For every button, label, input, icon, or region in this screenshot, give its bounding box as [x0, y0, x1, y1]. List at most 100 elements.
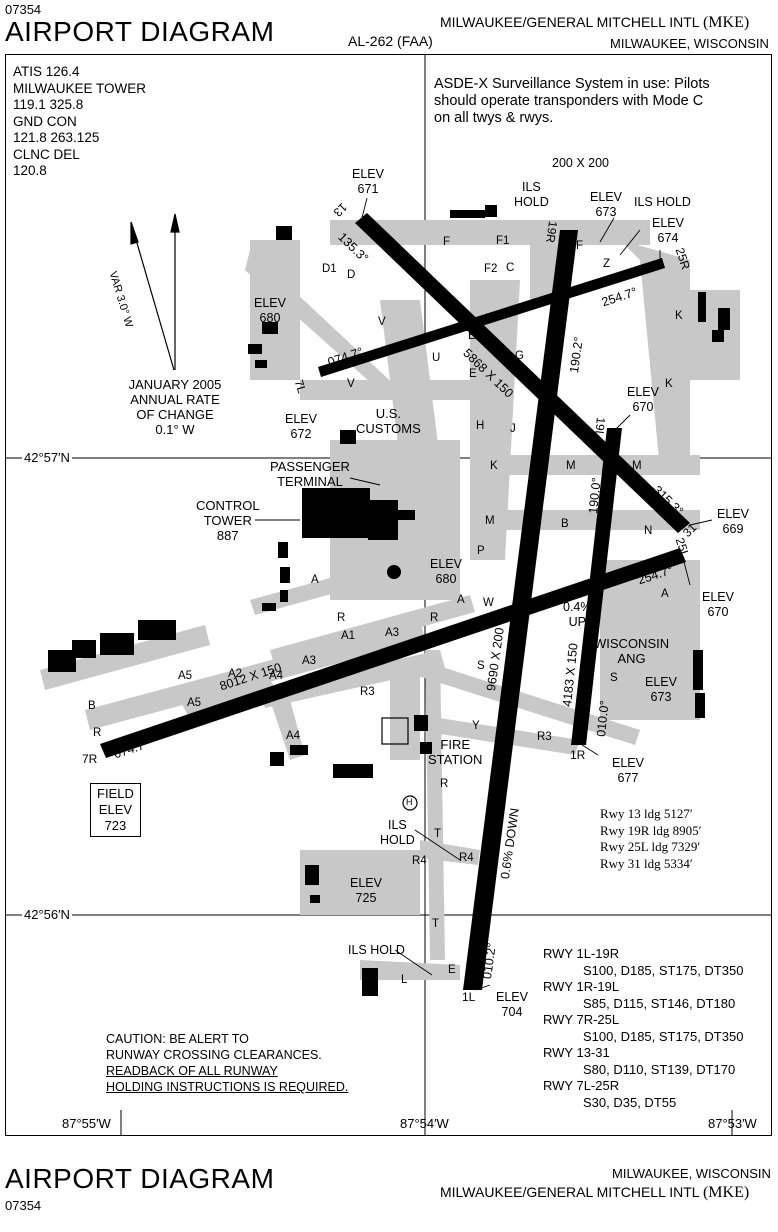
rwy-end-1r: 1R [570, 748, 586, 762]
footer-city-state: MILWAUKEE, WISCONSIN [612, 1166, 771, 1181]
rwy-strength: S85, D115, ST146, DT180 [583, 995, 736, 1011]
comm-line: GND CON [13, 113, 77, 129]
taxiway-label: S [610, 672, 618, 684]
taxiway-label: S [477, 660, 485, 672]
taxiway-label: A [311, 574, 319, 586]
latitude-label: 42°56′N [22, 907, 72, 922]
caution-note: CAUTION: BE ALERT TO RUNWAY CROSSING CLE… [106, 1031, 348, 1095]
rwy-25l-slope: 0.4%UP [563, 600, 592, 629]
notice-line: should operate transponders with Mode C [434, 93, 704, 109]
taxiway-label: R [337, 612, 346, 624]
taxiway-label: M [632, 460, 642, 472]
airport-code: (MKE) [702, 14, 750, 31]
helipad-label: H [406, 797, 413, 807]
taxiway-label: L [401, 974, 408, 986]
footer-airport-name: MILWAUKEE/GENERAL MITCHELL INTL (MKE) [440, 1184, 749, 1202]
runway-1r-19l [571, 428, 622, 745]
runway-13-31 [355, 213, 690, 533]
us-customs-label: U.S.CUSTOMS [356, 406, 421, 436]
taxiway-label: R3 [537, 731, 552, 743]
taxiway-label: A5 [178, 670, 193, 682]
var-rate-value: 0.1° W [155, 422, 195, 437]
city-state: MILWAUKEE, WISCONSIN [610, 36, 769, 51]
taxiway-label: H [476, 420, 485, 432]
longitude-label: 87°53′W [708, 1116, 757, 1131]
rwy-end-1l: 1L [462, 990, 476, 1004]
taxiway-label: R [440, 778, 449, 790]
comm-line: 120.8 [13, 163, 47, 178]
taxiway-label: D [347, 269, 356, 281]
taxiway-label: C [506, 262, 515, 274]
taxiway-label: A3 [302, 655, 317, 667]
taxiway-label: Y [472, 720, 480, 732]
rwy-name: RWY 7L-25R [543, 1078, 620, 1093]
rwy-name: RWY 7R-25L [543, 1012, 620, 1027]
taxiway-label: E [468, 330, 476, 342]
taxiway-label: R3 [360, 686, 375, 698]
taxiway-label: K [675, 310, 683, 322]
taxiway-label: F [443, 236, 451, 248]
caution-line: CAUTION: BE ALERT TO [106, 1032, 249, 1046]
comm-line: 121.8 263.125 [13, 130, 100, 145]
rwy-name: RWY 13-31 [543, 1045, 610, 1060]
taxiway-label: T [432, 918, 440, 930]
runway-7r-25l [100, 548, 686, 758]
landing-distances: Rwy 13 ldg 5127′ Rwy 19R ldg 8905′ Rwy 2… [600, 806, 701, 872]
airport-name-text: MILWAUKEE/GENERAL MITCHELL INTL [440, 14, 700, 30]
taxiway-label: B [88, 700, 96, 712]
footer-airport-name-text: MILWAUKEE/GENERAL MITCHELL INTL [440, 1184, 700, 1200]
taxiway-label: A3 [385, 627, 400, 639]
footer-title: AIRPORT DIAGRAM [5, 1163, 275, 1194]
taxiway-label: R [93, 727, 102, 739]
taxiway-label: Z [603, 258, 611, 270]
al-number: AL-262 (FAA) [348, 33, 433, 49]
taxiway-label: F1 [496, 235, 510, 247]
taxiway-label: K [490, 460, 498, 472]
comm-frequencies: ATIS 126.4 MILWAUKEE TOWER 119.1 325.8 G… [13, 64, 146, 180]
runway-1l-19r [463, 230, 578, 990]
taxiway-label: R4 [412, 855, 427, 867]
airport-name: MILWAUKEE/GENERAL MITCHELL INTL (MKE) [440, 14, 749, 32]
taxiway-label: M [485, 515, 495, 527]
taxiway-label: E [469, 368, 477, 380]
rwy-strength: S30, D35, DT55 [583, 1094, 677, 1110]
taxiway-label: A [661, 588, 669, 600]
taxiway-label: P [477, 545, 485, 557]
taxiway-label: W [483, 597, 494, 609]
taxiway-label: A4 [286, 730, 301, 742]
outlines [381, 717, 418, 811]
latitude-label: 42°57′N [22, 450, 72, 465]
taxiway-label: V [347, 378, 355, 390]
asde-x-notice: ASDE-X Surveillance System in use: Pilot… [434, 76, 710, 127]
runways [100, 213, 690, 990]
taxiway-label: V [378, 316, 386, 328]
taxiway-label: R4 [459, 852, 474, 864]
rwy-strength: S100, D185, ST175, DT350 [583, 1028, 744, 1044]
comm-line: CLNC DEL [13, 146, 80, 162]
taxiway-label: J [510, 423, 516, 435]
rwy-end-19l: 19L [591, 416, 608, 438]
footer-airport-code: (MKE) [702, 1184, 750, 1201]
taxiway-label: N [644, 525, 653, 537]
taxiway-label: T [434, 828, 442, 840]
chart-id-top: 07354 [5, 2, 42, 17]
taxiway-label: F2 [484, 263, 498, 275]
rwy-name: RWY 1R-19L [543, 979, 620, 994]
var-change-label: OF CHANGE [136, 407, 214, 422]
runway-strength-table: RWY 1L-19R S100, D185, ST175, DT350 RWY … [543, 946, 743, 1111]
